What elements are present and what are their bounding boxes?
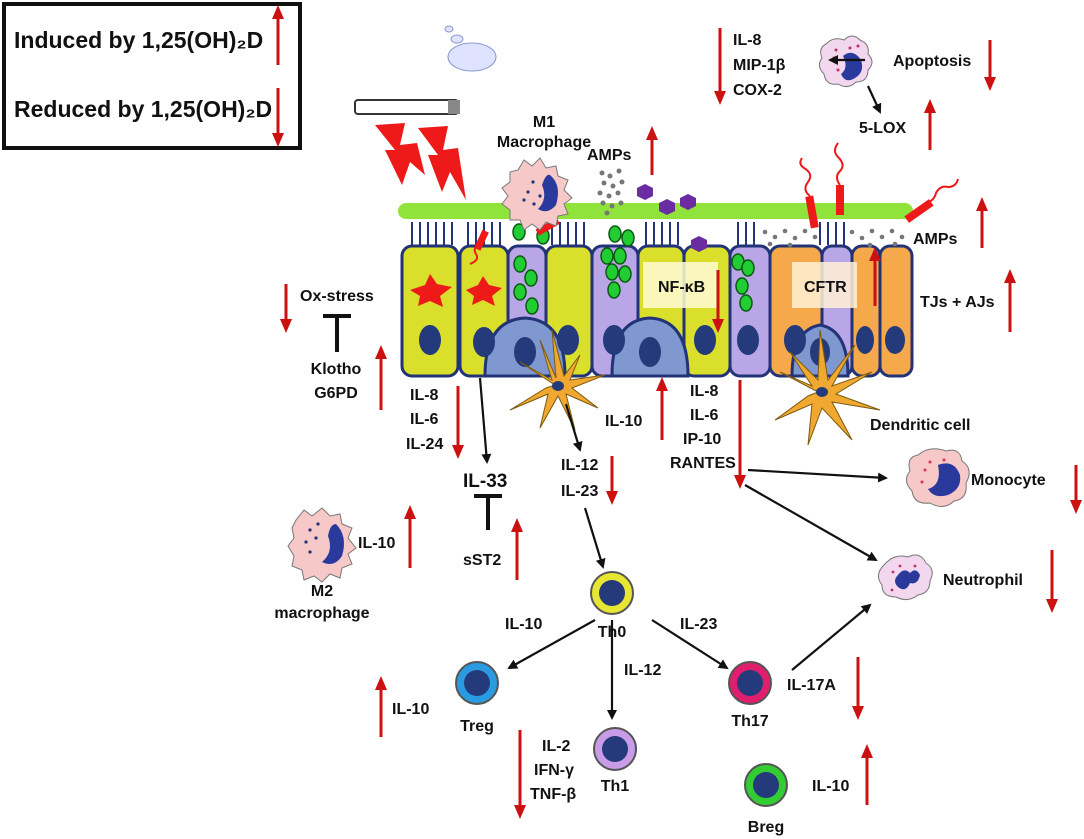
lightning-bolt-icon [375,123,466,200]
dendritic-nucleus [552,381,564,391]
dendritic-right-nucleus [816,387,828,397]
th1-cell [593,727,637,771]
nfkb-box [643,262,718,308]
diagram-labels: M1 Macrophage AMPs IL-8 MIP-1β COX-2 Apo… [274,32,1045,836]
oxidative-stress-icon [410,274,502,307]
il10-to-treg-label: IL-10 [505,616,542,633]
il10-m2-label: IL-10 [358,535,395,552]
apoptotic-cell-icon [818,35,873,88]
th17-label: Th17 [731,713,768,730]
legend-induced-label: Induced by 1,25(OH)₂D [14,27,263,53]
il12-to-th1-label: IL-12 [624,662,661,679]
m2-label-line1: M2 [311,583,333,600]
il8-right-label: IL-8 [690,383,719,400]
neutrophil-icon [878,554,933,601]
th0-cell [590,571,634,615]
amp-dots-right [762,228,905,248]
il12-mid-label: IL-12 [561,457,598,474]
cftr-label: CFTR [804,279,847,296]
rantes-label: RANTES [670,455,736,472]
ifng-label: IFN-γ [534,762,574,779]
apoptosis-label: Apoptosis [893,53,971,70]
m1-label-line1: M1 [533,114,555,131]
dendritic-cell-right-icon [774,329,881,446]
il6-right-label: IL-6 [690,407,719,424]
tnfb-label: TNF-β [530,786,576,803]
neutrophil-label: Neutrophil [943,572,1023,589]
th0-label: Th0 [598,624,627,641]
mucus-layer [398,203,913,219]
g6pd-label: G6PD [314,385,358,402]
th1-label: Th1 [601,778,630,795]
smoke-cloud-icon [444,25,497,72]
il23-to-th17-label: IL-23 [680,616,717,633]
m1-label-line2: Macrophage [497,134,591,151]
legend-reduced-label: Reduced by 1,25(OH)₂D [14,96,272,122]
cox2-label: COX-2 [733,82,782,99]
il10-mid-label: IL-10 [605,413,642,430]
il6-left-label: IL-6 [410,411,439,428]
cigarette-icon [354,99,460,115]
il10-treg-label: IL-10 [392,701,429,718]
breg-label: Breg [748,819,784,836]
il17a-label: IL-17A [787,677,836,694]
hexagon-particles [637,184,707,252]
klotho-label: Klotho [311,361,362,378]
m2-macrophage-icon [287,507,357,583]
il23-mid-label: IL-23 [561,483,598,500]
nfkb-label: NF-κB [658,279,705,296]
m1-macrophage-icon [501,157,573,231]
dendritic-cell-icon [509,329,606,431]
dendritic-cell-label: Dendritic cell [870,417,970,434]
amps-top-label: AMPs [587,147,632,164]
breg-cell [744,763,788,807]
inhibition-bars [323,314,502,530]
sst2-label: sST2 [463,552,501,569]
treg-cell [455,661,499,705]
il24-label: IL-24 [406,436,443,453]
il2-label: IL-2 [542,738,571,755]
il8-left-label: IL-8 [410,387,439,404]
il10-breg-label: IL-10 [812,778,849,795]
th17-cell [728,661,772,705]
amps-right-label: AMPs [913,231,958,248]
5-lox-label: 5-LOX [859,120,906,137]
monocyte-label: Monocyte [971,472,1046,489]
cftr-box [792,262,857,308]
monocyte-icon [906,448,970,507]
amp-dots-top [597,168,625,216]
m2-label-line2: macrophage [274,605,369,622]
il33-label: IL-33 [463,471,507,492]
ox-stress-label: Ox-stress [300,288,374,305]
regulation-arrows [280,28,1082,819]
cell-nuclei [419,325,905,367]
ip10-label: IP-10 [683,431,721,448]
il8-top-label: IL-8 [733,32,762,49]
legend-box: Induced by 1,25(OH)₂D Reduced by 1,25(OH… [2,2,302,150]
tjs-ajs-label: TJs + AJs [920,294,995,311]
treg-label: Treg [460,718,494,735]
pathway-arrows [478,55,888,720]
receptor-icons [469,142,959,265]
mip1b-label: MIP-1β [733,57,786,74]
granules [512,223,755,315]
